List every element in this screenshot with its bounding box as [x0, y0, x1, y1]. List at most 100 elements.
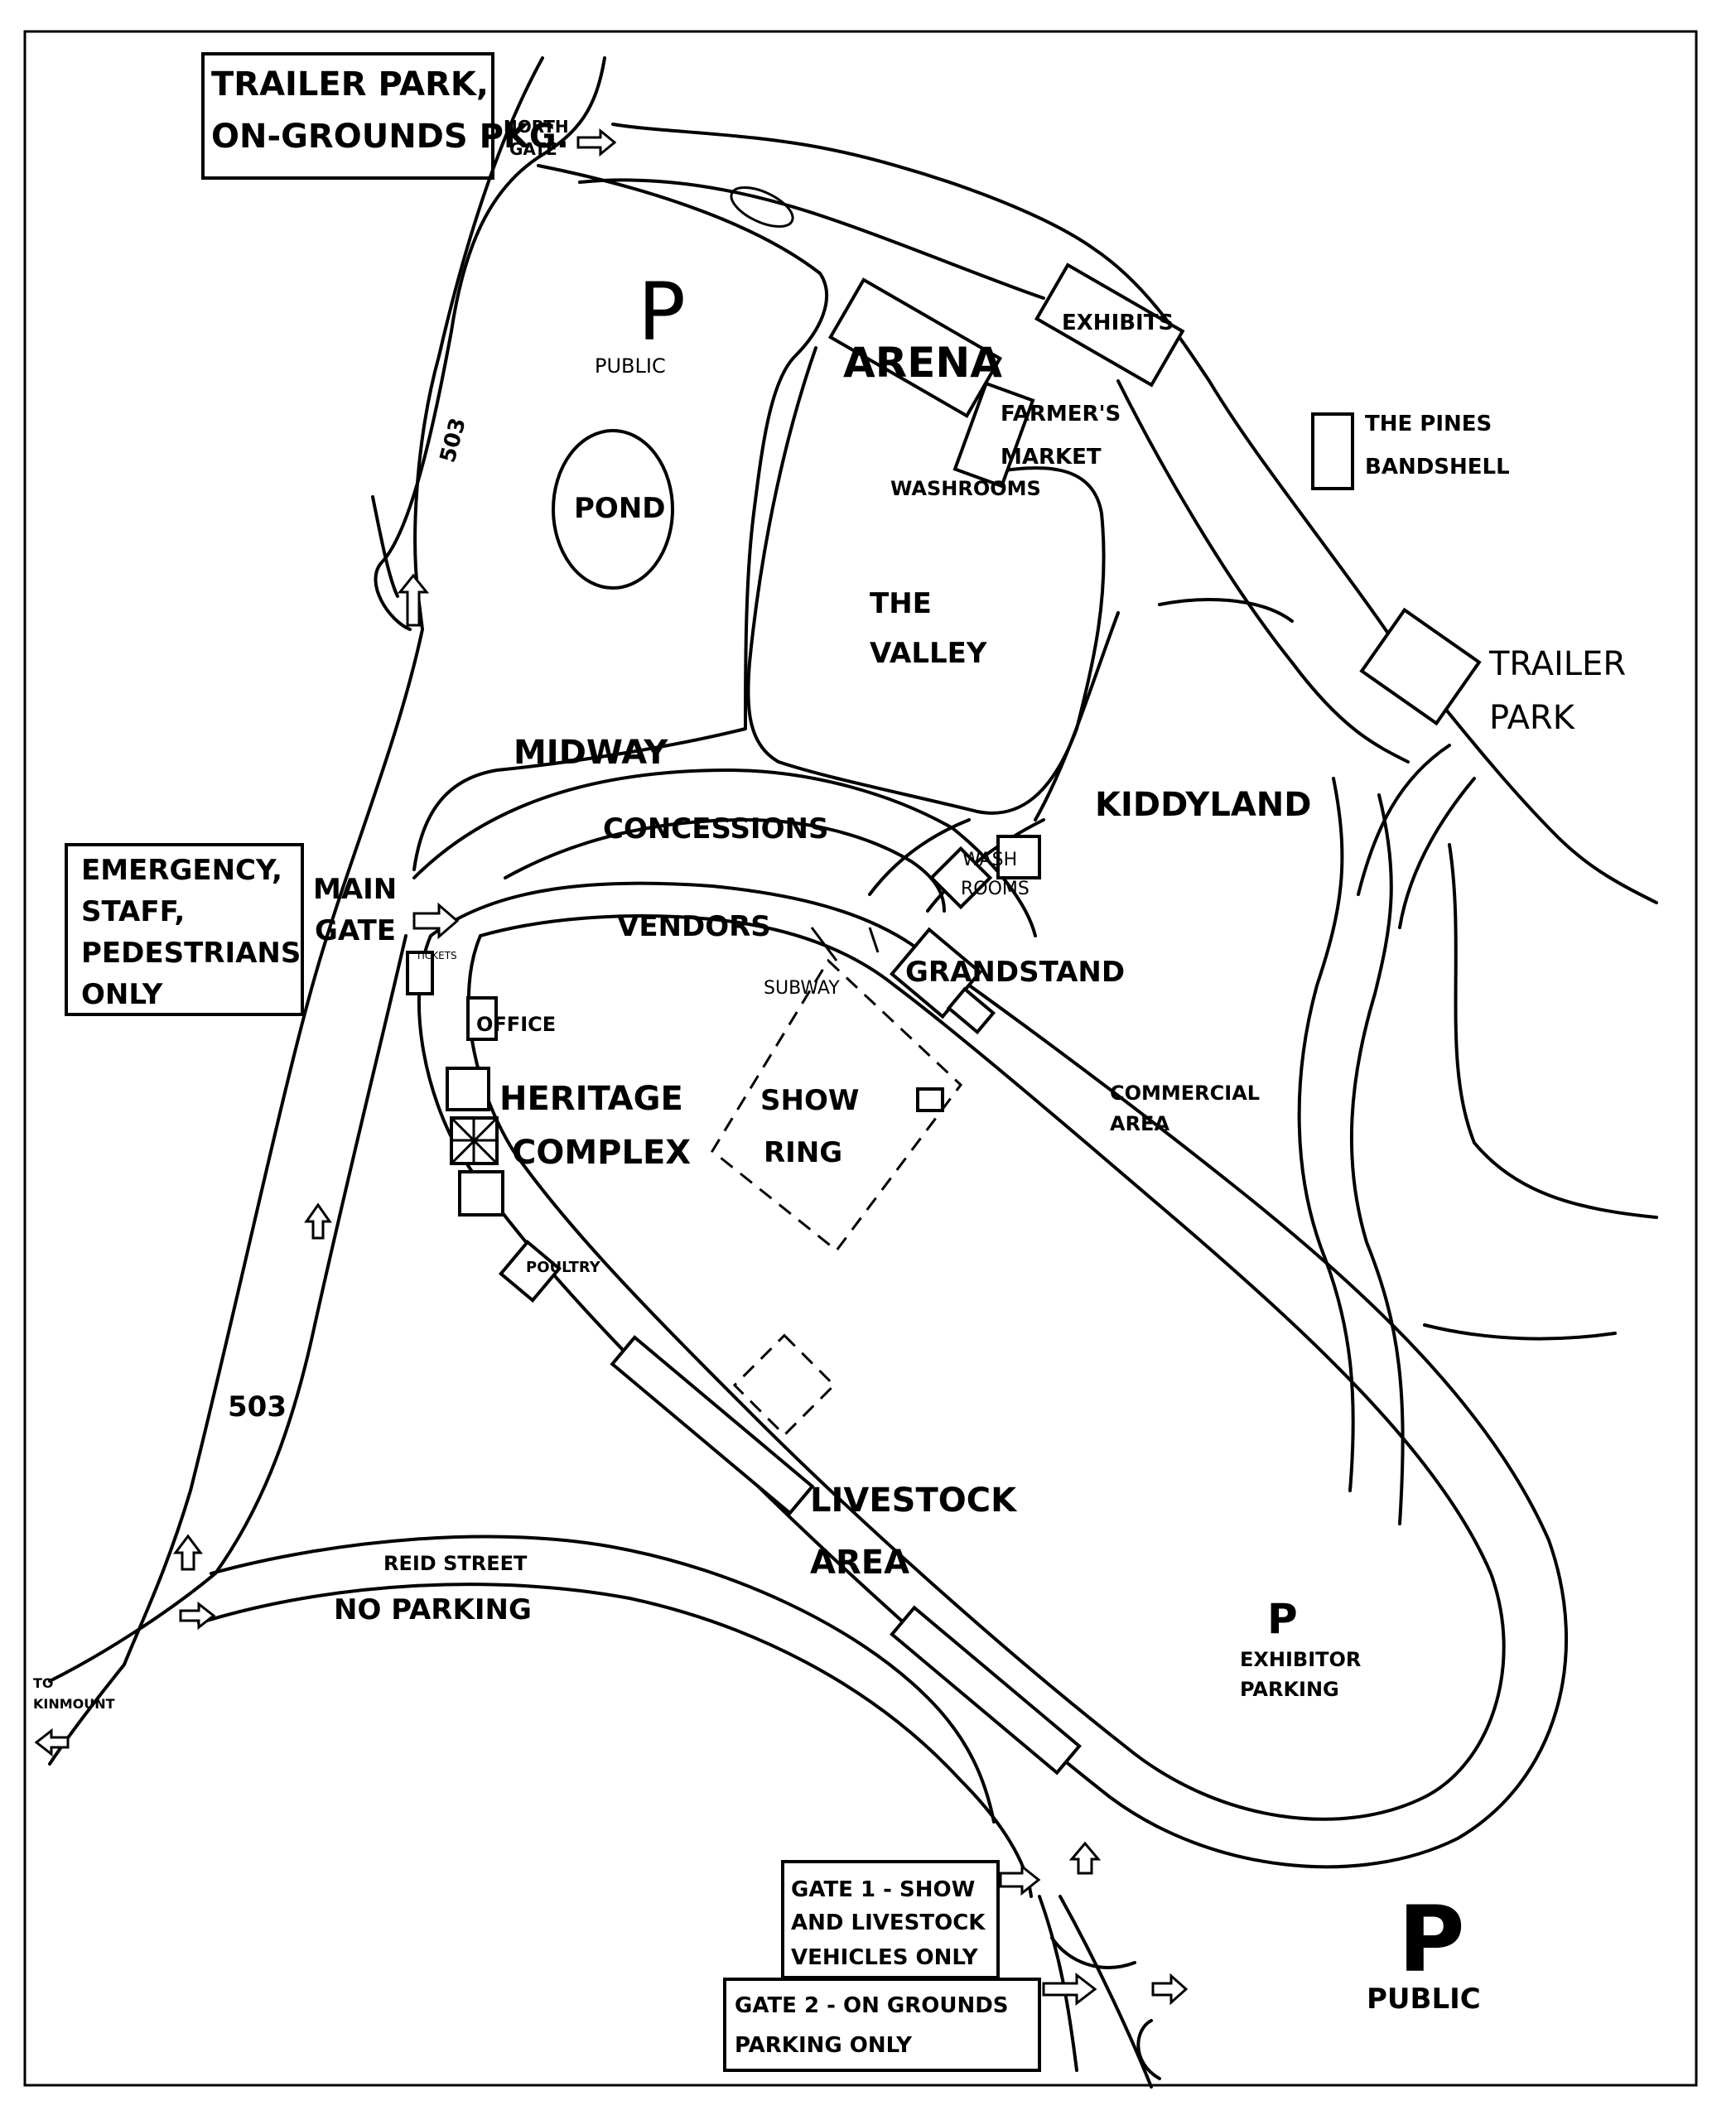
- label-reid-street: REID STREET: [383, 1552, 528, 1575]
- trailer-park-building: [1359, 607, 1482, 726]
- label-trailer-park-1: TRAILER: [1488, 645, 1626, 683]
- label-pines-2: BANDSHELL: [1365, 455, 1510, 479]
- label-livestock-1: LIVESTOCK: [810, 1482, 1018, 1520]
- legend-trailer-park-line1: TRAILER PARK,: [211, 65, 489, 104]
- label-p-exhibitor: P: [1267, 1595, 1298, 1643]
- label-exhibits: EXHIBITS: [1062, 311, 1174, 335]
- reid-street: [197, 1535, 1153, 2089]
- label-poultry: POULTRY: [526, 1259, 601, 1276]
- office-building: [466, 996, 498, 1041]
- label-farmers-1: FARMER'S: [1001, 402, 1121, 426]
- arrow-up-3: [173, 1534, 203, 1571]
- legend-gate1-box: GATE 1 - SHOW AND LIVESTOCK VEHICLES ONL…: [781, 1860, 1000, 1979]
- north-roads: [578, 123, 1658, 929]
- arrows: [34, 128, 1189, 2007]
- label-trailer-park-2: PARK: [1489, 699, 1576, 737]
- map-frame: [23, 30, 1698, 2087]
- exhibits-building: [1034, 263, 1185, 388]
- legend-gate2-box: GATE 2 - ON GROUNDS PARKING ONLY: [723, 1978, 1041, 2072]
- label-503-bottom: 503: [228, 1390, 287, 1424]
- arrow-gate2: [1042, 1972, 1097, 2007]
- label-farmers-2: MARKET: [1001, 445, 1102, 470]
- label-p-public-bottom: P: [1398, 1886, 1465, 1992]
- livestock-barn-1: [610, 1335, 815, 1515]
- label-exhibitor-2: PARKING: [1240, 1678, 1339, 1701]
- emergency-line4: ONLY: [81, 978, 163, 1011]
- label-grandstand: GRANDSTAND: [905, 956, 1125, 989]
- label-arena: ARENA: [843, 339, 1002, 387]
- label-public-top: PUBLIC: [595, 354, 666, 378]
- legend-trailer-park-line2: ON-GROUNDS PKG.: [211, 118, 569, 156]
- label-to-kinmount-2: KINMOUNT: [33, 1696, 115, 1712]
- bandshell-building: [1311, 412, 1354, 490]
- legend-emergency-box: EMERGENCY, STAFF, PEDESTRIANS ONLY: [65, 843, 304, 1016]
- label-show-ring-1: SHOW: [760, 1084, 859, 1117]
- arrow-main-gate: [412, 902, 460, 940]
- label-office: OFFICE: [476, 1013, 556, 1036]
- map-labels: NORTH GATE 503 503 P PUBLIC POND ARENA E…: [33, 117, 1626, 2016]
- emergency-line2: STAFF,: [81, 895, 185, 928]
- label-no-parking: NO PARKING: [334, 1593, 532, 1626]
- label-concessions: CONCESSIONS: [603, 812, 828, 846]
- label-valley-2: VALLEY: [870, 637, 987, 670]
- label-livestock-2: AREA: [810, 1544, 909, 1582]
- label-subway: SUBWAY: [764, 978, 840, 999]
- gate1-line2: AND LIVESTOCK: [791, 1910, 986, 1935]
- label-exhibitor-1: EXHIBITOR: [1240, 1648, 1361, 1671]
- pond-shape: [552, 429, 674, 590]
- kiddyland-roads: [1297, 777, 1658, 1525]
- label-p-public-top: P: [638, 266, 686, 359]
- label-midway: MIDWAY: [514, 734, 668, 772]
- washroom-building-1: [928, 846, 993, 910]
- label-503-top: 503: [436, 416, 471, 465]
- label-main-gate-1: MAIN: [313, 873, 397, 906]
- gate1-line3: VEHICLES ONLY: [791, 1945, 979, 1970]
- label-valley-1: THE: [870, 587, 932, 620]
- show-ring-booth: [916, 1087, 944, 1112]
- emergency-line3: PEDESTRIANS: [81, 937, 301, 970]
- arrow-kinmount: [34, 1727, 70, 1757]
- label-main-gate-2: GATE: [315, 914, 396, 947]
- label-north-gate-1: NORTH: [504, 117, 569, 137]
- washroom-building-2: [996, 835, 1041, 879]
- label-north-gate-2: GATE: [509, 139, 557, 159]
- livestock-dashed-pen: [732, 1333, 837, 1437]
- label-to-kinmount-1: TO: [33, 1675, 54, 1691]
- tickets-booth: [406, 951, 434, 995]
- livestock-barn-2: [890, 1605, 1082, 1776]
- arrow-gate1: [999, 1863, 1041, 1896]
- label-kiddyland: KIDDYLAND: [1095, 786, 1311, 824]
- arrow-up-2: [304, 1202, 332, 1240]
- label-commercial-2: AREA: [1110, 1112, 1169, 1135]
- show-ring-boundary: [711, 958, 963, 1253]
- emergency-line1: EMERGENCY,: [81, 854, 282, 887]
- legend-trailer-park-box: TRAILER PARK, ON-GROUNDS PKG.: [201, 52, 569, 180]
- arrow-reid: [179, 1601, 216, 1631]
- label-pond: POND: [574, 492, 666, 525]
- label-heritage-1: HERITAGE: [499, 1080, 683, 1118]
- race-track: [417, 881, 1569, 1869]
- label-commercial-1: COMMERCIAL: [1110, 1082, 1260, 1105]
- arrow-north-gate: [576, 128, 617, 157]
- farmers-market-building: [952, 381, 1035, 489]
- heritage-building-1: [446, 1067, 490, 1111]
- highway-503: [48, 56, 606, 1766]
- label-show-ring-2: RING: [764, 1136, 842, 1169]
- poultry-building: [498, 1239, 562, 1303]
- gate2-line2: PARKING ONLY: [735, 2033, 913, 2058]
- label-wash-1: WASH: [962, 850, 1017, 870]
- label-public-bottom: PUBLIC: [1367, 1983, 1481, 2016]
- heritage-building-3: [458, 1170, 504, 1217]
- label-pines-1: THE PINES: [1365, 412, 1492, 436]
- grandstand-stairs: [946, 986, 996, 1035]
- buildings: [406, 263, 1482, 1776]
- gate2-line1: GATE 2 - ON GROUNDS: [735, 1993, 1009, 2018]
- label-wash-2: ROOMS: [961, 879, 1030, 899]
- dashed-areas: [711, 927, 963, 1437]
- public-parking-north: [412, 164, 828, 871]
- the-valley-area: [746, 346, 1294, 822]
- arrow-up-1: [397, 573, 430, 627]
- label-washrooms: WASHROOMS: [890, 477, 1041, 500]
